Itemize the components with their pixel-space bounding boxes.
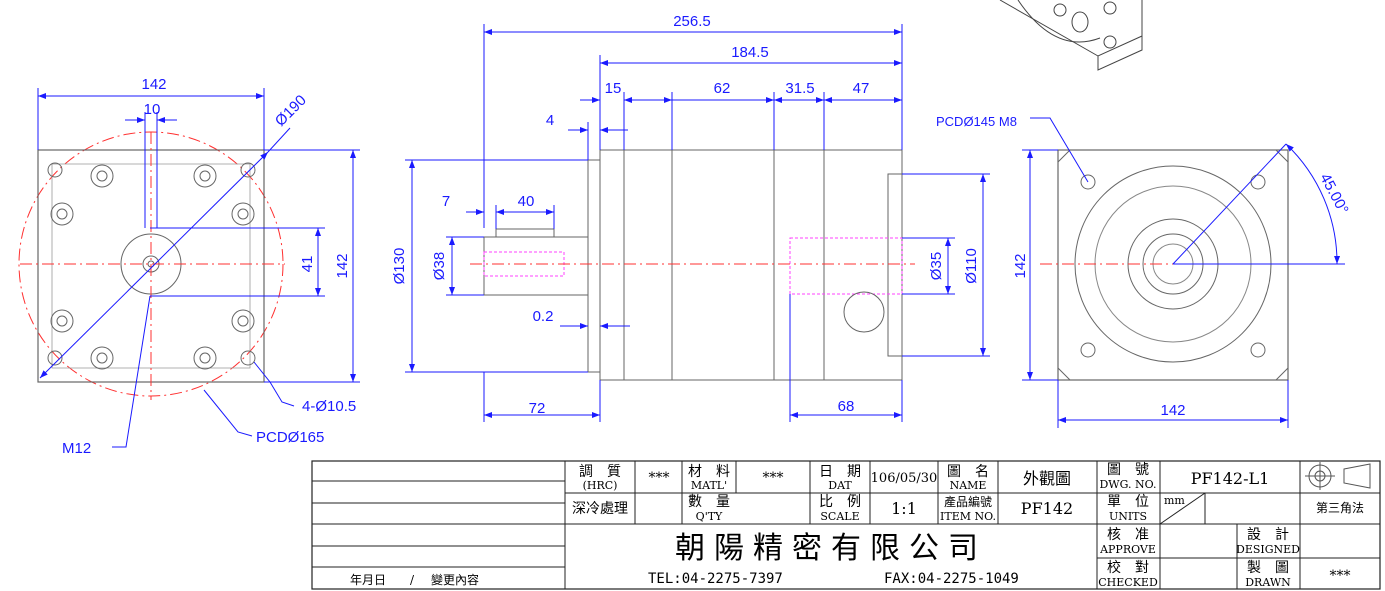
tb-drawn-value: *** bbox=[1330, 568, 1351, 584]
projection-symbol-icon bbox=[1305, 462, 1371, 490]
side-input-pilot bbox=[887, 173, 903, 357]
dim-front-height: 142 bbox=[334, 253, 351, 278]
side-input-bore bbox=[789, 237, 903, 295]
dim-side-62: 62 bbox=[714, 80, 731, 97]
tb-revision-date: 年月日 bbox=[350, 573, 386, 587]
tb-hardness-sub: (HRC) bbox=[583, 479, 618, 492]
dim-front-slot: 10 bbox=[144, 101, 161, 118]
tb-approve-label: 核 准 bbox=[1107, 527, 1149, 543]
tb-revision-content: 變更內容 bbox=[431, 572, 479, 587]
dim-rear-height: 142 bbox=[1012, 253, 1029, 278]
tb-units-sub: UNITS bbox=[1109, 510, 1147, 523]
dim-side-overall: 256.5 bbox=[673, 13, 711, 30]
tb-dwg-value: PF142-L1 bbox=[1191, 469, 1270, 488]
tb-date-sub: DAT bbox=[828, 479, 852, 492]
tb-approve-sub: APPROVE bbox=[1099, 543, 1156, 556]
tb-units-label: 單 位 bbox=[1107, 494, 1149, 510]
side-body-4 bbox=[823, 149, 903, 381]
tb-treatment: 深冷處理 bbox=[572, 501, 628, 517]
title-block: 調 質 (HRC) *** 材 料 MATL' *** 日 期 DAT 106/… bbox=[311, 460, 1381, 590]
tb-drawn-sub: DRAWN bbox=[1245, 576, 1291, 589]
isometric-view bbox=[999, 0, 1143, 71]
dim-side-4: 4 bbox=[546, 112, 554, 129]
dim-front-keyway: 41 bbox=[299, 256, 316, 273]
dim-side-shaft-dia: Ø38 bbox=[431, 252, 448, 280]
side-body-3 bbox=[773, 149, 825, 381]
tb-dwg-sub: DWG. NO. bbox=[1099, 478, 1156, 491]
rear-flange-outline bbox=[1057, 149, 1289, 381]
tb-designed-label: 設 計 bbox=[1247, 527, 1289, 543]
rear-mount-holes bbox=[1080, 174, 1266, 358]
front-view: 142 10 Ø190 41 142 4-Ø10.5 PCDØ165 M12 bbox=[18, 76, 360, 457]
side-flange-step bbox=[599, 149, 625, 381]
side-access-port bbox=[843, 291, 885, 333]
dim-side-47: 47 bbox=[853, 80, 870, 97]
dim-rear-width: 142 bbox=[1160, 402, 1185, 419]
tb-drawn-label: 製 圖 bbox=[1247, 560, 1289, 576]
tb-name-label: 圖 名 bbox=[947, 464, 989, 480]
tb-scale-value: 1:1 bbox=[891, 499, 917, 518]
side-body-2 bbox=[671, 149, 775, 381]
tb-scale-sub: SCALE bbox=[820, 510, 859, 523]
tb-designed-sub: DESIGNED bbox=[1236, 543, 1300, 556]
dim-side-40: 40 bbox=[518, 193, 535, 210]
dim-side-bore-dia: Ø35 bbox=[928, 252, 945, 280]
side-body-1 bbox=[623, 149, 673, 381]
dim-side-body: 184.5 bbox=[731, 44, 769, 61]
dim-rear-pcd: PCDØ145 M8 bbox=[936, 114, 1017, 129]
tb-material-sub: MATL' bbox=[691, 479, 727, 492]
tb-qty-label: 數 量 bbox=[688, 494, 730, 510]
tb-qty-sub: Q'TY bbox=[696, 510, 723, 523]
tb-tel: TEL:04-2275-7397 bbox=[648, 571, 783, 587]
dim-side-72: 72 bbox=[529, 400, 546, 417]
dim-front-holes: 4-Ø10.5 bbox=[302, 398, 356, 415]
dim-side-7: 7 bbox=[442, 193, 450, 210]
dim-side-31-5: 31.5 bbox=[785, 80, 814, 97]
tb-units-value: mm bbox=[1164, 494, 1185, 507]
tb-material-label: 材 料 bbox=[688, 464, 730, 480]
dim-front-pcd: PCDØ165 bbox=[256, 429, 324, 446]
tb-company: 朝陽精密有限公司 bbox=[675, 531, 987, 566]
tb-material-value: *** bbox=[763, 470, 784, 486]
tb-projection: 第三角法 bbox=[1316, 501, 1364, 515]
dim-side-15: 15 bbox=[605, 80, 622, 97]
tb-dwg-label: 圖 號 bbox=[1107, 462, 1149, 478]
side-output-shaft bbox=[483, 236, 589, 296]
dim-side-flange-dia: Ø130 bbox=[391, 248, 408, 285]
tb-checked-sub: CHECKED bbox=[1098, 576, 1158, 589]
tb-name-value: 外觀圖 bbox=[1023, 469, 1071, 488]
rear-flange-chamfer bbox=[1057, 149, 1289, 381]
tb-hardness-label: 調 質 bbox=[579, 464, 621, 480]
tb-item-value: PF142 bbox=[1021, 499, 1073, 518]
rear-view: PCDØ145 M8 45.00° 142 142 bbox=[936, 114, 1352, 428]
tb-revision-slash: / bbox=[410, 573, 415, 587]
dim-front-width: 142 bbox=[141, 76, 166, 93]
side-flange bbox=[587, 159, 601, 373]
tb-scale-label: 比 例 bbox=[819, 494, 861, 510]
tb-item-sub: ITEM NO. bbox=[940, 510, 996, 523]
tb-date-label: 日 期 bbox=[819, 464, 861, 480]
dim-side-68: 68 bbox=[838, 398, 855, 415]
tb-checked-label: 校 對 bbox=[1107, 559, 1149, 576]
dim-side-pilot-dia: Ø110 bbox=[963, 248, 980, 284]
tb-item-label: 產品編號 bbox=[944, 494, 992, 509]
dim-side-0-2: 0.2 bbox=[533, 308, 554, 325]
tb-fax: FAX:04-2275-1049 bbox=[884, 571, 1019, 587]
tb-date-value: 106/05/30 bbox=[871, 471, 938, 486]
tb-name-sub: NAME bbox=[950, 479, 987, 492]
side-key bbox=[495, 228, 555, 238]
tb-hardness-value: *** bbox=[649, 470, 670, 486]
dim-front-outer-dia: Ø190 bbox=[272, 92, 310, 130]
side-view: 256.5 184.5 15 62 31.5 47 4 7 40 Ø130 Ø3… bbox=[391, 13, 990, 422]
dim-front-tap: M12 bbox=[62, 440, 91, 457]
